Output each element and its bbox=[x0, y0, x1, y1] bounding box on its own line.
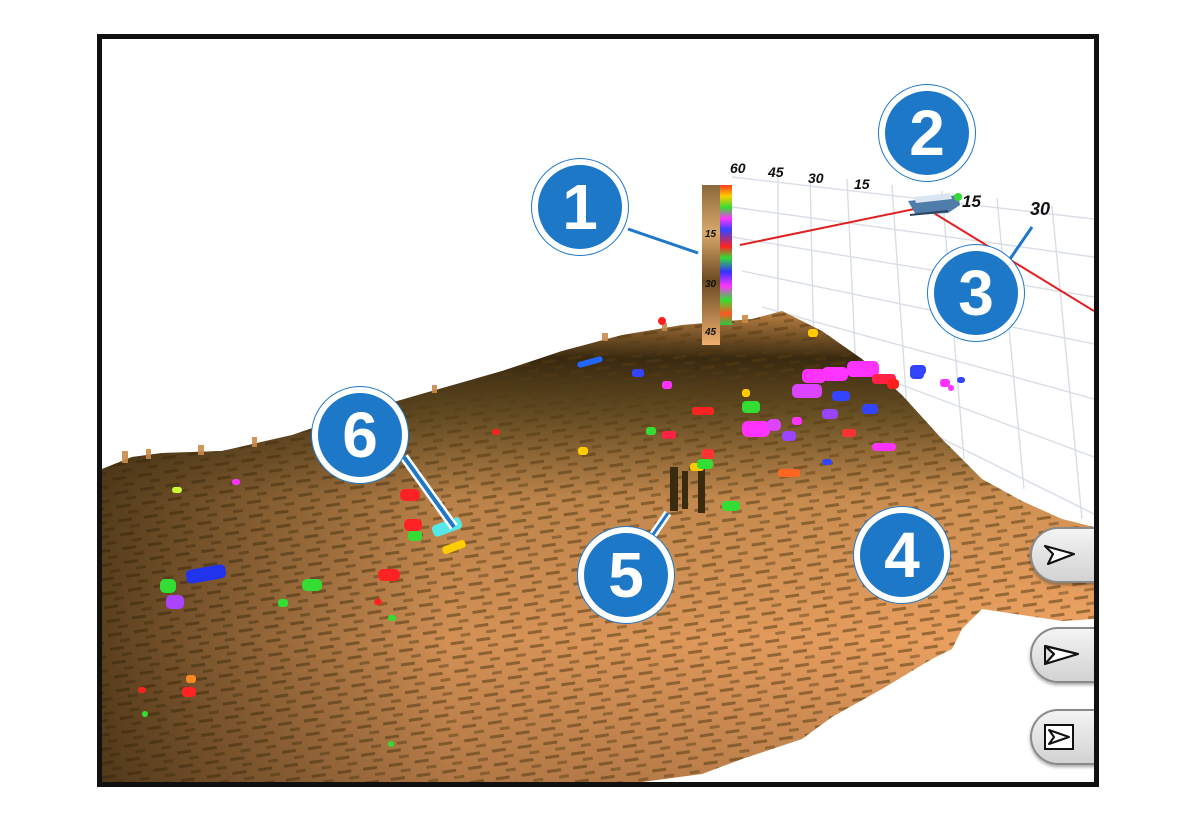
pointer-side-view-icon bbox=[1044, 724, 1074, 750]
depth-label-45: 45 bbox=[704, 327, 717, 338]
range-label-15: 15 bbox=[854, 176, 870, 192]
wreck-structure bbox=[670, 465, 705, 513]
sonar-targets bbox=[138, 317, 965, 747]
range-label-right-30: 30 bbox=[1030, 199, 1050, 219]
callout-3: 3 bbox=[928, 245, 1024, 341]
callout-2: 2 bbox=[879, 85, 975, 181]
pointer-top-view-icon bbox=[1043, 544, 1076, 566]
range-label-right-15: 15 bbox=[962, 192, 981, 211]
range-label-30: 30 bbox=[808, 170, 824, 186]
range-red-lines bbox=[739, 206, 1094, 312]
callout-1: 1 bbox=[532, 159, 628, 255]
callout-5: 5 bbox=[578, 527, 674, 623]
depth-label-30: 30 bbox=[705, 279, 717, 290]
pointer-angled-view-icon bbox=[1043, 644, 1080, 666]
range-labels-right: 15 30 bbox=[962, 192, 1050, 219]
view-angled-button[interactable] bbox=[1030, 627, 1094, 683]
view-top-button[interactable] bbox=[1030, 527, 1094, 583]
depth-label-15: 15 bbox=[705, 229, 717, 240]
depth-color-scale: 15 30 45 bbox=[702, 185, 732, 345]
boat-icon bbox=[908, 193, 962, 216]
callout-6: 6 bbox=[312, 387, 408, 483]
range-labels-top: 60 45 30 15 bbox=[730, 160, 870, 192]
view-side-button[interactable] bbox=[1030, 709, 1094, 765]
range-label-45: 45 bbox=[767, 164, 784, 180]
range-label-60: 60 bbox=[730, 160, 746, 176]
sonar-view-frame: 15 30 45 60 45 30 15 15 30 bbox=[97, 34, 1099, 787]
callout-4: 4 bbox=[854, 507, 950, 603]
